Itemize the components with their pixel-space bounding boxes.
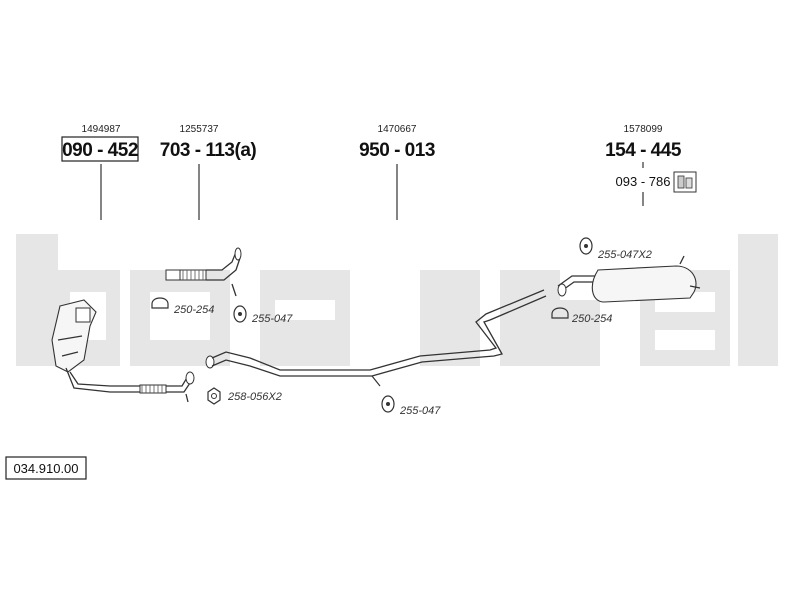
front-pipe	[165, 247, 242, 297]
rubber-mount-icon	[381, 395, 395, 413]
part-number[interactable]: 703 - 113(a)	[160, 140, 257, 161]
hardware-code: 258-056X2	[227, 391, 282, 403]
hardware-code: 250-254	[173, 304, 214, 316]
hardware-code: 255-047	[399, 405, 441, 417]
rubber-mount-icon	[579, 237, 593, 255]
part-number[interactable]: 950 - 013	[359, 140, 435, 161]
hardware-code: 250-254	[571, 313, 612, 325]
oe-reference: 1470667	[378, 124, 417, 135]
clamp-icon	[551, 307, 569, 319]
nut-icon	[207, 387, 221, 405]
rubber-mount-icon	[233, 305, 247, 323]
rear-silencer	[557, 255, 701, 303]
hardware-code: 255-047	[251, 313, 293, 325]
diagram-code: 034.910.00	[13, 461, 78, 476]
accessory-part-number[interactable]: 093 - 786	[616, 174, 671, 189]
middle-pipe	[205, 289, 547, 387]
oe-reference: 1494987	[82, 124, 121, 135]
part-number[interactable]: 154 - 445	[605, 140, 682, 161]
clamp-icon	[151, 297, 169, 309]
diagram-code-box	[5, 456, 87, 480]
hardware-code: 255-047X2	[597, 249, 652, 261]
part-number[interactable]: 090 - 452	[62, 140, 138, 161]
oe-reference: 1578099	[624, 124, 663, 135]
part-number-box	[61, 136, 139, 162]
mounting-kit-icon	[673, 171, 697, 193]
catalytic-converter	[51, 299, 195, 403]
oe-reference: 1255737	[180, 124, 219, 135]
